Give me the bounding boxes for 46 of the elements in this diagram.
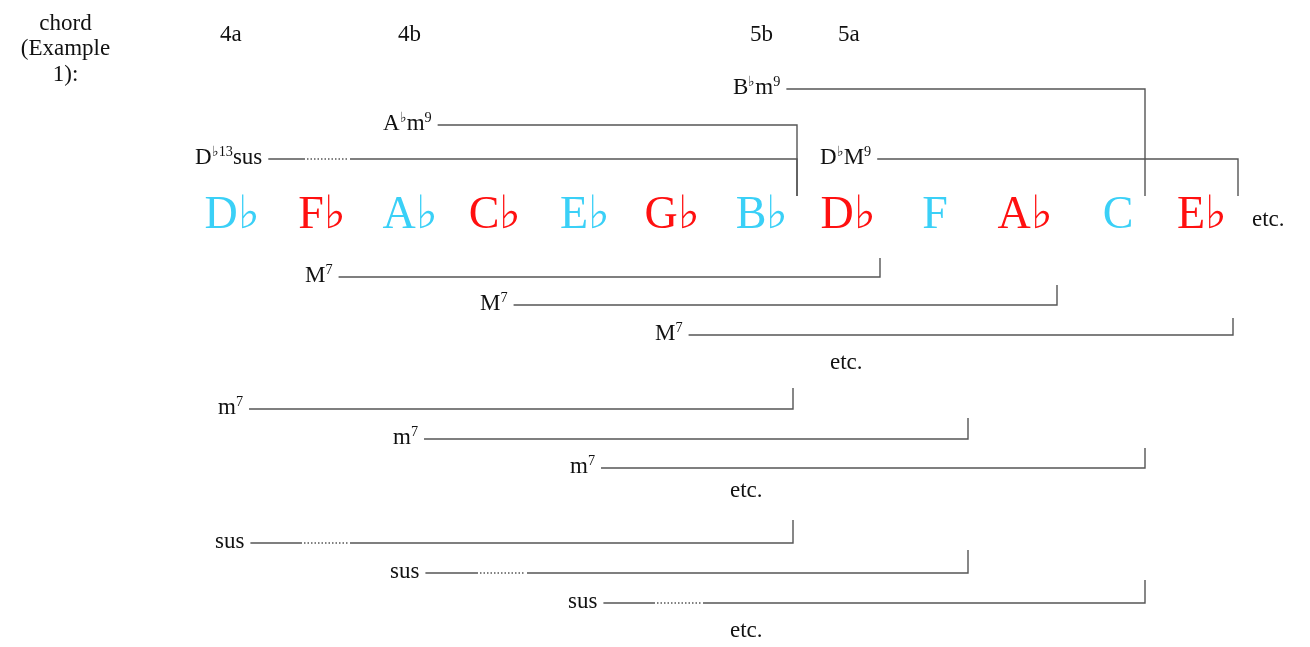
etc-note: etc. bbox=[730, 478, 763, 501]
chord-label: B$^{♭}$m$^{9}$ bbox=[733, 75, 781, 98]
note-name: D♭ bbox=[820, 190, 876, 236]
chord-label: sus bbox=[390, 559, 420, 582]
chord-label: m$^{7}$ bbox=[570, 454, 595, 477]
span-bracket bbox=[512, 284, 1058, 306]
note-name: G♭ bbox=[644, 190, 700, 236]
span-bracket bbox=[687, 317, 1234, 336]
chord-label: sus bbox=[568, 589, 598, 612]
span-bracket bbox=[876, 158, 1239, 197]
note-name: B♭ bbox=[735, 190, 789, 236]
note-name: E♭ bbox=[1176, 190, 1228, 236]
span-bracket bbox=[600, 447, 1146, 469]
chord-label: D$^{♭}$M$^{9}$ bbox=[820, 145, 872, 168]
note-name: C bbox=[1102, 190, 1134, 236]
note-name: A♭ bbox=[382, 190, 438, 236]
chord-label: sus bbox=[215, 529, 245, 552]
column-heading: 4b bbox=[398, 22, 421, 45]
column-heading: 4a bbox=[220, 22, 242, 45]
etc-note: etc. bbox=[830, 350, 863, 373]
chord-label: D$^{♭13}$sus bbox=[195, 145, 263, 168]
note-name: A♭ bbox=[997, 190, 1053, 236]
span-bracket bbox=[602, 579, 1146, 604]
column-heading: 5b bbox=[750, 22, 773, 45]
span-bracket bbox=[423, 417, 969, 440]
chord-label: M$^{7}$ bbox=[655, 321, 683, 344]
span-bracket bbox=[267, 158, 798, 197]
span-bracket bbox=[785, 88, 1146, 197]
chord-label: M$^{7}$ bbox=[305, 263, 333, 286]
chord-label: A$^{♭}$m$^{9}$ bbox=[383, 111, 432, 134]
note-name: D♭ bbox=[204, 190, 260, 236]
note-name: F bbox=[922, 190, 948, 236]
etc-note: etc. bbox=[730, 618, 763, 641]
note-name: F♭ bbox=[298, 190, 346, 236]
chord-label: M$^{7}$ bbox=[480, 291, 508, 314]
note-name: C♭ bbox=[468, 190, 522, 236]
chord-label: m$^{7}$ bbox=[393, 425, 418, 448]
chord-label: m$^{7}$ bbox=[218, 395, 243, 418]
chord-caption: chord (Example 1): bbox=[19, 10, 112, 86]
note-name: E♭ bbox=[559, 190, 611, 236]
etc-note: etc. bbox=[1252, 207, 1285, 230]
span-bracket bbox=[249, 519, 794, 544]
span-bracket bbox=[248, 387, 794, 410]
span-bracket bbox=[337, 257, 881, 278]
column-heading: 5a bbox=[838, 22, 860, 45]
span-bracket bbox=[424, 549, 969, 574]
